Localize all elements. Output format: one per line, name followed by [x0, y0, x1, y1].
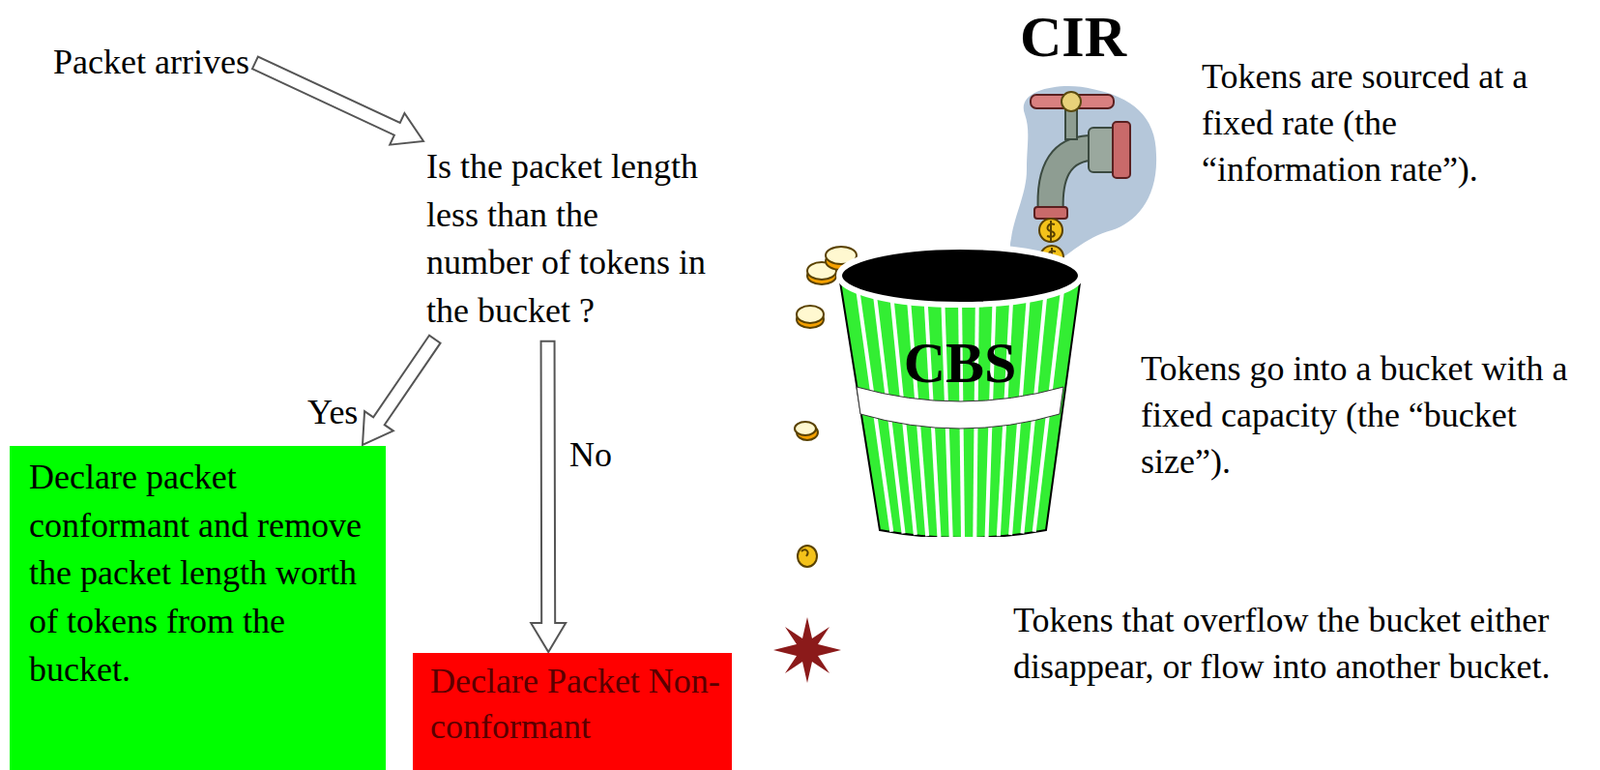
- hollow-arrow: [252, 56, 424, 145]
- node-text: Declare Packet Non-conformant: [430, 658, 721, 750]
- decision-text: Is the packet length less than the numbe…: [426, 143, 709, 336]
- hollow-arrow: [362, 335, 441, 445]
- bucket-stripes: [856, 280, 1064, 537]
- token-bucket: CBS: [833, 241, 1087, 537]
- nonconformant-box: Declare Packet Non-conformant: [412, 652, 732, 770]
- rate-note: Tokens are sourced at a fixed rate (the …: [1201, 54, 1579, 194]
- node-text: Declare packet conformant and remove the…: [29, 453, 369, 694]
- start-text: Packet arrives: [53, 38, 250, 88]
- edge-label: Yes: [307, 389, 358, 437]
- edge-label: No: [569, 432, 612, 479]
- capacity-note: Tokens go into a bucket with a fixed cap…: [1140, 346, 1591, 486]
- vanish-starburst: [773, 616, 842, 683]
- hollow-arrow: [530, 341, 566, 652]
- overflow-note: Tokens that overflow the bucket either d…: [1013, 597, 1574, 691]
- faucet-pipe: [1037, 135, 1091, 215]
- node-text: Is the packet length less than the numbe…: [426, 143, 709, 336]
- node-text: Packet arrives: [53, 38, 250, 88]
- faucet-collar: [1112, 121, 1131, 178]
- bucket-label: CBS: [833, 330, 1087, 395]
- faucet-knob: [1061, 91, 1081, 112]
- rate-label: CIR: [1019, 3, 1127, 71]
- bucket-body: [839, 275, 1081, 537]
- faucet-glow: [1010, 86, 1157, 273]
- conformant-box: Declare packet conformant and remove the…: [9, 445, 386, 770]
- faucet-spout-ring: [1034, 206, 1068, 219]
- bucket-rim: [839, 246, 1081, 305]
